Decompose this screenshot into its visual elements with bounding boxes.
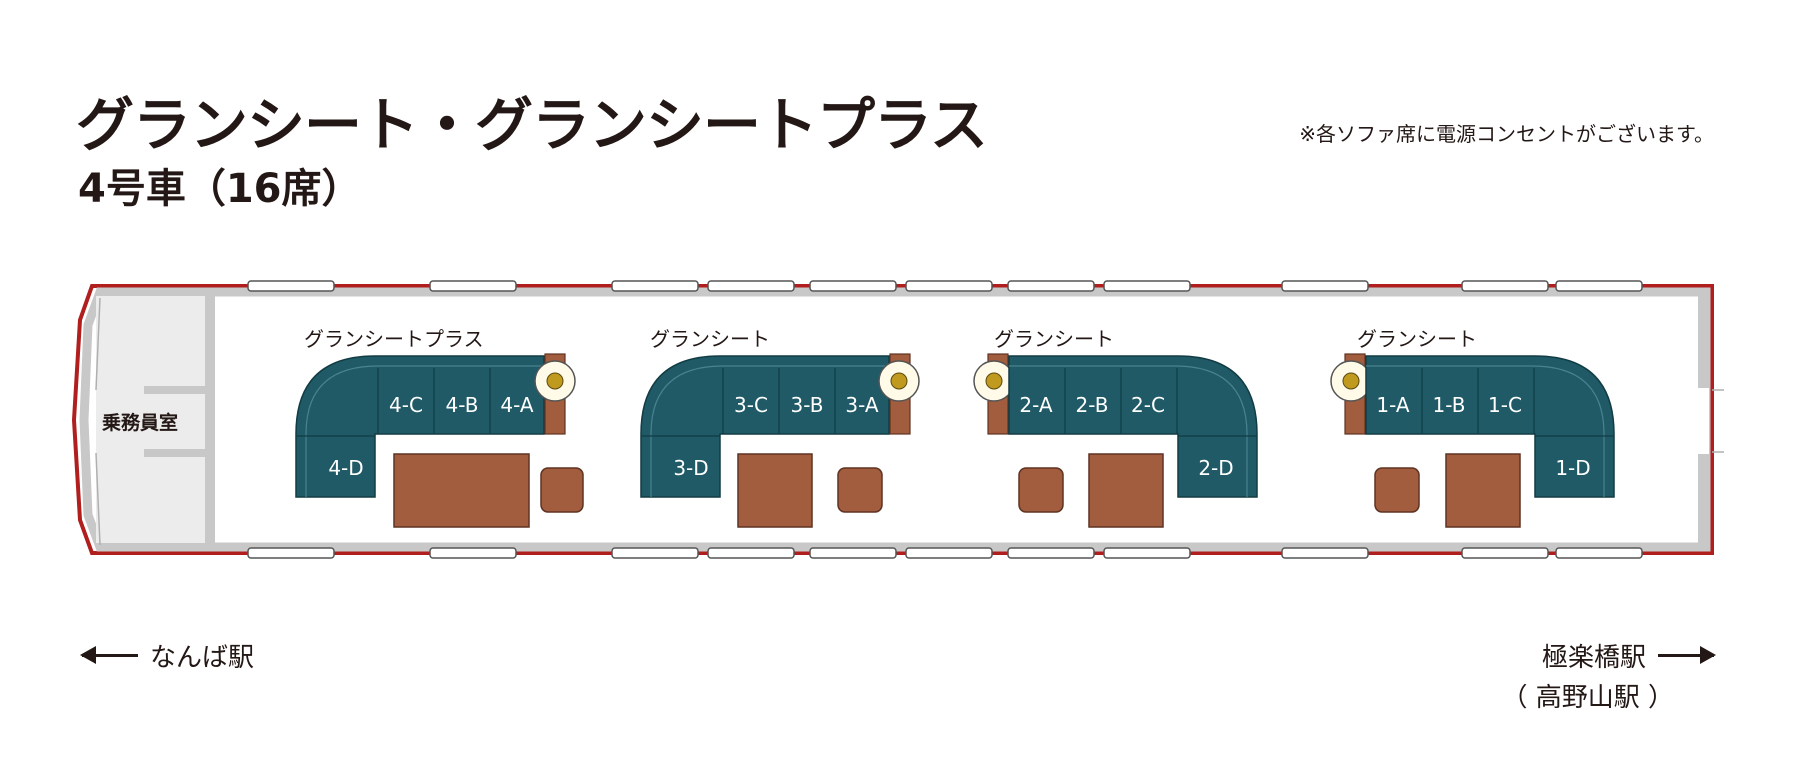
sofa-backrest-line: [1366, 365, 1605, 497]
crew-room: [96, 296, 208, 543]
sofa: [640, 355, 890, 498]
crew-room-line-1: [95, 297, 101, 391]
window-top: [905, 280, 993, 292]
seat-1-d[interactable]: 1-D: [1555, 456, 1590, 480]
crew-room-label: 乗務員室: [102, 411, 178, 434]
section-4: グランシートプラス 4-C 4-B 4-A 4-D: [295, 327, 584, 528]
section-label: グランシート: [994, 327, 1114, 351]
window-top: [1007, 280, 1095, 292]
direction-right-label: 極楽橋駅: [1541, 643, 1646, 673]
window-bottom: [1555, 547, 1643, 559]
outlet-icon-dot: [546, 372, 564, 390]
table: [737, 453, 813, 528]
window-top: [611, 280, 699, 292]
seat-1-a[interactable]: 1-A: [1376, 393, 1410, 417]
section-3: グランシート 3-C 3-B 3-A 3-D: [640, 327, 920, 528]
side-table: [837, 467, 883, 513]
outlet-icon-dot: [890, 372, 908, 390]
window-bottom: [905, 547, 993, 559]
seat-2-b[interactable]: 2-B: [1076, 393, 1109, 417]
side-table: [1018, 467, 1064, 513]
sofa-backrest-line: [305, 365, 544, 497]
outlet-icon-dot: [985, 372, 1003, 390]
seat-4-c[interactable]: 4-C: [389, 393, 423, 417]
window-top: [247, 280, 335, 292]
end-door-gap: [1697, 388, 1709, 454]
seat-1-b[interactable]: 1-B: [1433, 393, 1466, 417]
window-bottom: [1007, 547, 1095, 559]
table: [393, 453, 530, 528]
window-top: [1281, 280, 1369, 292]
table: [1088, 453, 1164, 528]
seat-1-c[interactable]: 1-C: [1488, 393, 1522, 417]
direction-left: なんば駅: [80, 637, 255, 674]
direction-left-label: なんば駅: [150, 643, 255, 673]
left-arrow-icon: [80, 646, 138, 664]
seat-3-a[interactable]: 3-A: [845, 393, 879, 417]
window-bottom: [1103, 547, 1191, 559]
sofa-backrest-line: [650, 365, 889, 497]
section-label: グランシートプラス: [304, 327, 484, 351]
window-top: [809, 280, 897, 292]
side-table: [1374, 467, 1420, 513]
window-bottom: [707, 547, 795, 559]
sofa: [1365, 355, 1615, 498]
window-top: [1461, 280, 1549, 292]
seat-4-a[interactable]: 4-A: [500, 393, 534, 417]
direction-right-sub-label: （ 高野山駅 ）: [1501, 683, 1674, 713]
outlet-note: ※各ソファ席に電源コンセントがございます。: [1299, 122, 1714, 146]
window-top: [1555, 280, 1643, 292]
seat-3-d[interactable]: 3-D: [673, 456, 708, 480]
table: [1445, 453, 1521, 528]
window-bottom: [809, 547, 897, 559]
window-bottom: [611, 547, 699, 559]
sofa: [295, 355, 545, 498]
section-1: グランシート 1-A 1-B 1-C 1-D: [1330, 327, 1615, 528]
window-bottom: [1461, 547, 1549, 559]
window-top: [707, 280, 795, 292]
window-bottom: [247, 547, 335, 559]
outlet-icon-dot: [1342, 372, 1360, 390]
seat-2-a[interactable]: 2-A: [1019, 393, 1053, 417]
direction-right: 極楽橋駅: [1541, 637, 1716, 674]
seat-2-d[interactable]: 2-D: [1198, 456, 1233, 480]
seat-4-b[interactable]: 4-B: [446, 393, 479, 417]
section-label: グランシート: [650, 327, 770, 351]
section-label: グランシート: [1357, 327, 1477, 351]
window-top: [1103, 280, 1191, 292]
seat-3-b[interactable]: 3-B: [791, 393, 824, 417]
seat-2-c[interactable]: 2-C: [1131, 393, 1165, 417]
seat-4-d[interactable]: 4-D: [328, 456, 363, 480]
sofa-backrest-line: [1009, 365, 1248, 497]
page-title: グランシート・グランシートプラス: [76, 91, 988, 159]
window-bottom: [429, 547, 517, 559]
car-number-subtitle: 4号車（16席）: [78, 166, 362, 212]
seat-3-c[interactable]: 3-C: [734, 393, 768, 417]
right-arrow-icon: [1658, 646, 1716, 664]
window-top: [429, 280, 517, 292]
sofa: [1008, 355, 1258, 498]
side-table: [540, 467, 584, 513]
window-bottom: [1281, 547, 1369, 559]
windows: [247, 280, 1643, 559]
section-2: グランシート 2-A 2-B 2-C 2-D: [973, 327, 1258, 528]
crew-room-line-2: [95, 452, 101, 546]
